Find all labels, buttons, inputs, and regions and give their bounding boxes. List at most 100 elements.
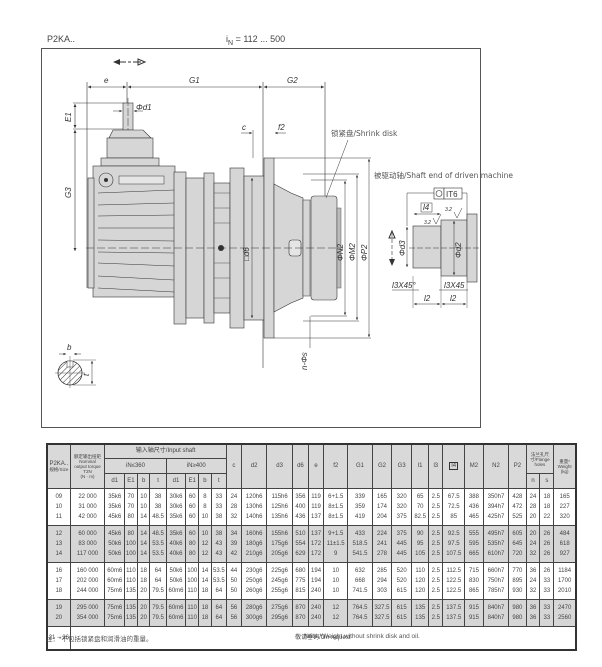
cell-value: 484 xyxy=(559,531,570,537)
cell-value: 8±1.5 xyxy=(328,514,344,520)
header-weight-en: Weight xyxy=(557,464,572,469)
cell-value: 359 xyxy=(355,504,366,510)
cell-value: 595 xyxy=(468,541,479,547)
cell-value: 520 xyxy=(396,578,407,584)
header-flange-holes: 法兰孔尺寸/Flange holes xyxy=(525,443,555,474)
cell-value: 75m6 xyxy=(107,588,123,594)
cell-value: 278 xyxy=(376,551,387,557)
cell-value: 110 xyxy=(187,605,197,611)
cell-value: 433 xyxy=(355,531,366,537)
cell-value: 17 xyxy=(55,578,63,584)
cell-value: 436 xyxy=(468,504,479,510)
cell-value: 9+1.5 xyxy=(328,531,344,537)
cell-value: 541.5 xyxy=(352,551,368,557)
dim-phi-d2: Φd2 xyxy=(454,242,463,258)
dim-l3x45-left: l3X45° xyxy=(392,281,416,290)
cell-value: 2.5 xyxy=(431,588,440,594)
cell-value: 303 xyxy=(376,588,387,594)
cell-value: 165 xyxy=(559,494,570,500)
cell-value: 680 xyxy=(295,568,306,574)
cell-value: 285 xyxy=(376,568,387,574)
dim-g3: G3 xyxy=(64,187,73,198)
header-g2: G2 xyxy=(371,443,393,489)
cell-value: 53.5 xyxy=(152,541,164,547)
cell-value: 100 xyxy=(125,551,136,557)
cell-value: 668 xyxy=(355,578,366,584)
cell-value: 245g6 xyxy=(271,578,288,584)
cell-value: 320 xyxy=(396,494,407,500)
dim-e1: E1 xyxy=(64,112,73,122)
cell-value: 60 xyxy=(188,504,196,510)
cell-value: 160h6 xyxy=(245,531,263,537)
cell-value: 14 xyxy=(201,578,209,584)
double-arrow-horizontal-icon xyxy=(113,58,147,66)
cell-value: 10 xyxy=(332,568,340,574)
cell-value: 10 xyxy=(140,494,147,500)
cell-value: 42 xyxy=(230,551,238,557)
cell-value: 225g6 xyxy=(271,568,288,574)
cell-value: 44 xyxy=(230,568,238,574)
header-range-2: iN≥400 xyxy=(165,458,227,474)
cell-value: 26 xyxy=(543,568,551,574)
cell-value: 110 xyxy=(187,588,197,594)
dim-f2: f2 xyxy=(278,123,285,132)
cell-value: 174 xyxy=(376,504,387,510)
cell-value: 400 xyxy=(295,504,306,510)
cell-value: 2.5 xyxy=(431,551,440,557)
cell-value: 42 000 xyxy=(78,514,97,520)
cell-value: 56 xyxy=(230,615,238,621)
cell-value: 11 xyxy=(55,514,62,520)
cell-value: 70 xyxy=(127,504,135,510)
header-weight: 重量* Weight (kg) xyxy=(553,443,577,489)
cell-value: 33 xyxy=(543,588,551,594)
cell-value: 60 xyxy=(188,494,196,500)
cell-value: 915 xyxy=(468,605,479,611)
cell-value: 72.5 xyxy=(447,504,460,510)
on-request-size: 21 − 26 xyxy=(46,626,71,651)
header-l1: l1 xyxy=(410,443,430,489)
header-l4-text: l4 xyxy=(449,462,459,470)
cell-value: 36 xyxy=(529,605,537,611)
cell-value: 24 xyxy=(529,494,537,500)
cell-value: 43 xyxy=(215,551,223,557)
cell-value: 295g6 xyxy=(271,615,288,621)
header-f2: f2 xyxy=(323,443,349,489)
cell-value: 119 xyxy=(311,504,321,510)
cell-value: 280g6 xyxy=(245,605,263,611)
cell-value: 554 xyxy=(295,541,306,547)
cell-value: 20 xyxy=(140,605,147,611)
cell-value: 85 xyxy=(450,514,458,520)
cell-value: 1184 xyxy=(558,568,572,574)
cell-value: 26 xyxy=(543,531,551,537)
cell-value: 60m6 xyxy=(107,578,123,584)
header-size: P2KA..规格/Size xyxy=(46,443,71,489)
cell-value: 105 xyxy=(415,551,426,557)
cell-value: 35k6 xyxy=(108,494,122,500)
cell-value: 137 xyxy=(311,514,322,520)
shrink-disk-label: 锁紧盘/Shrink disk xyxy=(331,128,398,138)
cell-value: 665 xyxy=(468,551,479,557)
